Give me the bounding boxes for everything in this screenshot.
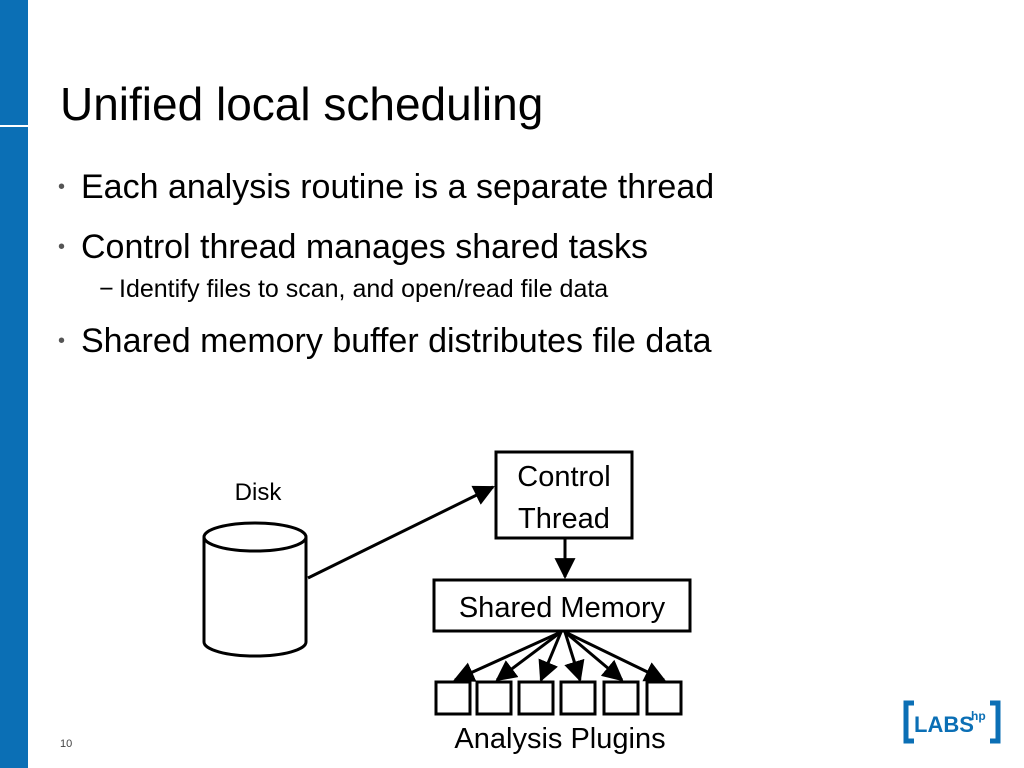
accent-side-bar <box>0 0 28 768</box>
plugin-boxes <box>434 680 683 716</box>
plugin-box <box>559 680 597 716</box>
plugin-arrow <box>564 630 624 682</box>
plugin-arrow <box>538 631 563 682</box>
control-thread-label-line1: Control <box>517 461 611 493</box>
slide-number: 10 <box>60 738 73 750</box>
plugin-arrows <box>453 630 666 683</box>
sub-bullet-item: − Identify files to scan, and open/read … <box>58 273 714 305</box>
slide-title: Unified local scheduling <box>60 78 544 130</box>
plugin-arrow <box>564 630 666 682</box>
plugin-arrow <box>453 630 562 682</box>
shared-memory-label: Shared Memory <box>459 592 666 624</box>
logo-hp-text: hp <box>971 709 986 723</box>
control-thread-box <box>494 450 634 540</box>
disk-to-control-arrow <box>307 485 495 580</box>
bullet-text: Each analysis routine is a separate thre… <box>81 168 715 206</box>
sub-bullet-text: Identify files to scan, and open/read fi… <box>119 275 609 303</box>
plugin-box <box>517 680 555 716</box>
plugin-box <box>645 680 683 716</box>
bullet-list: • Each analysis routine is a separate th… <box>58 165 714 379</box>
analysis-plugins-label: Analysis Plugins <box>454 723 665 755</box>
bullet-text: Control thread manages shared tasks <box>81 228 648 266</box>
plugin-box <box>434 680 472 716</box>
sub-bullet-dash: − <box>99 275 114 303</box>
disk-icon <box>202 521 308 658</box>
title-rule <box>0 125 28 127</box>
plugin-box <box>602 680 640 716</box>
bullet-item: • Control thread manages shared tasks <box>58 225 714 269</box>
shared-memory-box <box>432 578 692 633</box>
control-thread-label-line2: Thread <box>518 503 610 535</box>
bullet-item: • Each analysis routine is a separate th… <box>58 165 714 209</box>
bullet-dot: • <box>58 330 66 352</box>
plugin-arrow <box>495 630 562 682</box>
bullet-dot: • <box>58 176 66 198</box>
labs-hp-logo: LABS hp <box>903 700 1001 744</box>
plugin-arrow <box>563 631 585 683</box>
logo-labs-text: LABS <box>914 712 974 737</box>
plugin-box <box>475 680 513 716</box>
bullet-dot: • <box>58 236 66 258</box>
disk-label: Disk <box>235 479 283 506</box>
bullet-text: Shared memory buffer distributes file da… <box>81 322 712 360</box>
bullet-item: • Shared memory buffer distributes file … <box>58 319 714 363</box>
